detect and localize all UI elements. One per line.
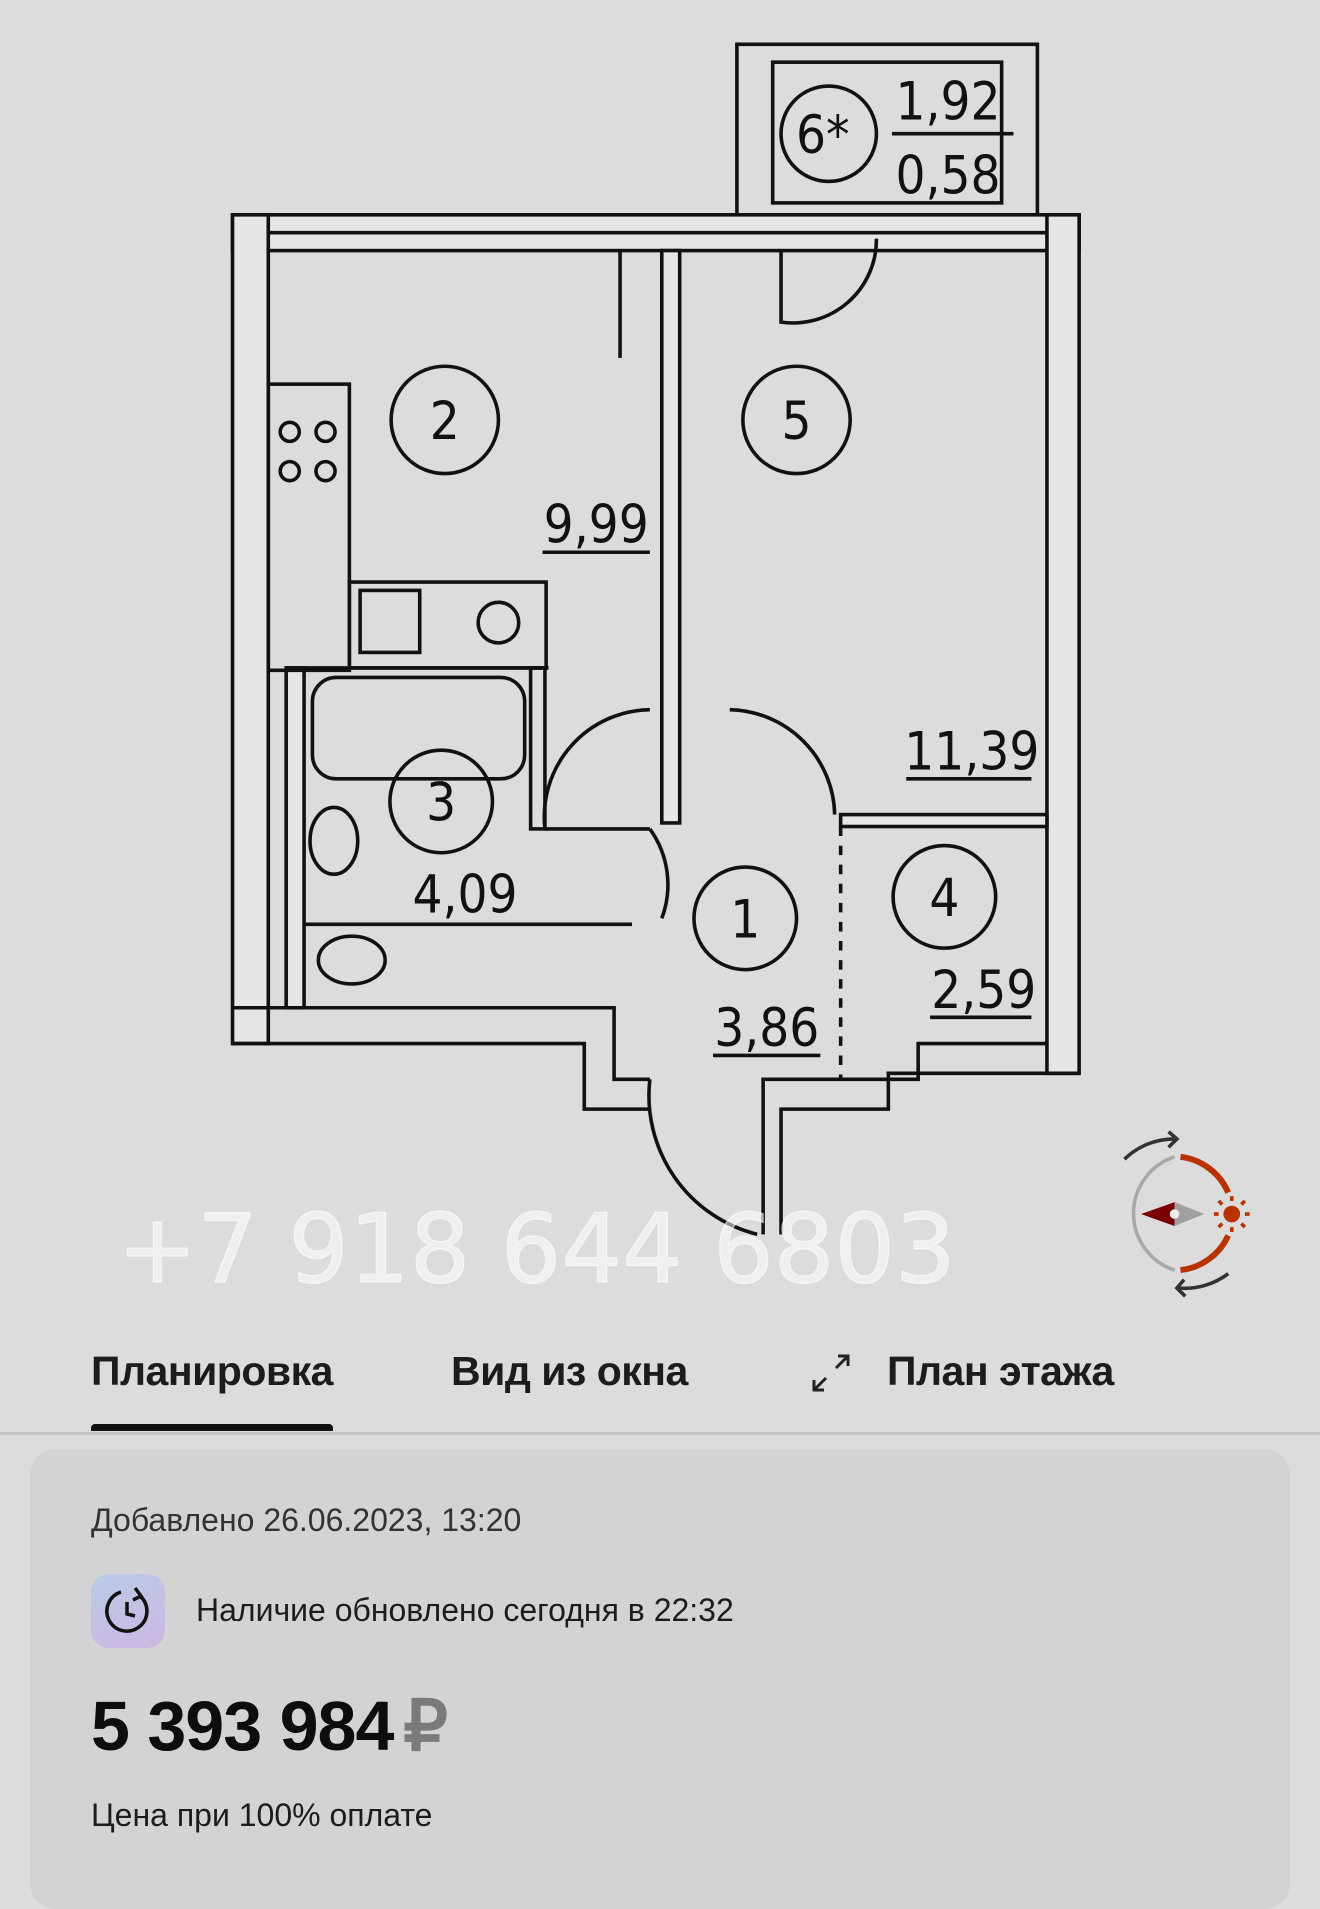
- room-area: 3,86: [714, 998, 819, 1059]
- tab-layout[interactable]: Планировка: [91, 1348, 333, 1431]
- room-area: 9,99: [544, 495, 649, 556]
- listing-info-card: Добавлено 26.06.2023, 13:20 Наличие обно…: [30, 1449, 1290, 1909]
- phone-watermark: +7 918 644 6803: [117, 1194, 955, 1305]
- balcony-number: 6*: [796, 105, 850, 166]
- price: 5 393 984₽: [91, 1685, 448, 1767]
- floor-plan: 6* 1,92 0,58 1 3,86 2 9,99 3 4,09 4 2,59…: [117, 42, 1250, 1306]
- compass-icon[interactable]: [1123, 1130, 1250, 1298]
- room-area: 2,59: [931, 960, 1036, 1021]
- tab-window-view[interactable]: Вид из окна: [451, 1348, 688, 1394]
- room-number: 4: [929, 868, 959, 929]
- room-number: 5: [782, 391, 812, 452]
- availability-status: Наличие обновлено сегодня в 22:32: [196, 1592, 734, 1628]
- balcony-area-top: 1,92: [895, 71, 1000, 132]
- price-label: Цена при 100% оплате: [91, 1797, 433, 1833]
- room-number: 1: [730, 889, 760, 950]
- price-value: 5 393 984: [91, 1687, 394, 1765]
- tab-floor-plan[interactable]: План этажа: [887, 1348, 1114, 1394]
- room-area: 4,09: [413, 864, 518, 925]
- expand-icon[interactable]: [808, 1350, 854, 1396]
- clock-refresh-icon: [91, 1574, 165, 1648]
- balcony-area-bottom: 0,58: [895, 145, 1000, 206]
- room-number: 2: [430, 391, 460, 452]
- view-tabs: Планировка Вид из окна План этажа: [0, 1340, 1320, 1435]
- currency-symbol: ₽: [403, 1687, 448, 1765]
- room-number: 3: [426, 773, 456, 834]
- room-area: 11,39: [904, 721, 1039, 782]
- added-date: Добавлено 26.06.2023, 13:20: [91, 1502, 522, 1538]
